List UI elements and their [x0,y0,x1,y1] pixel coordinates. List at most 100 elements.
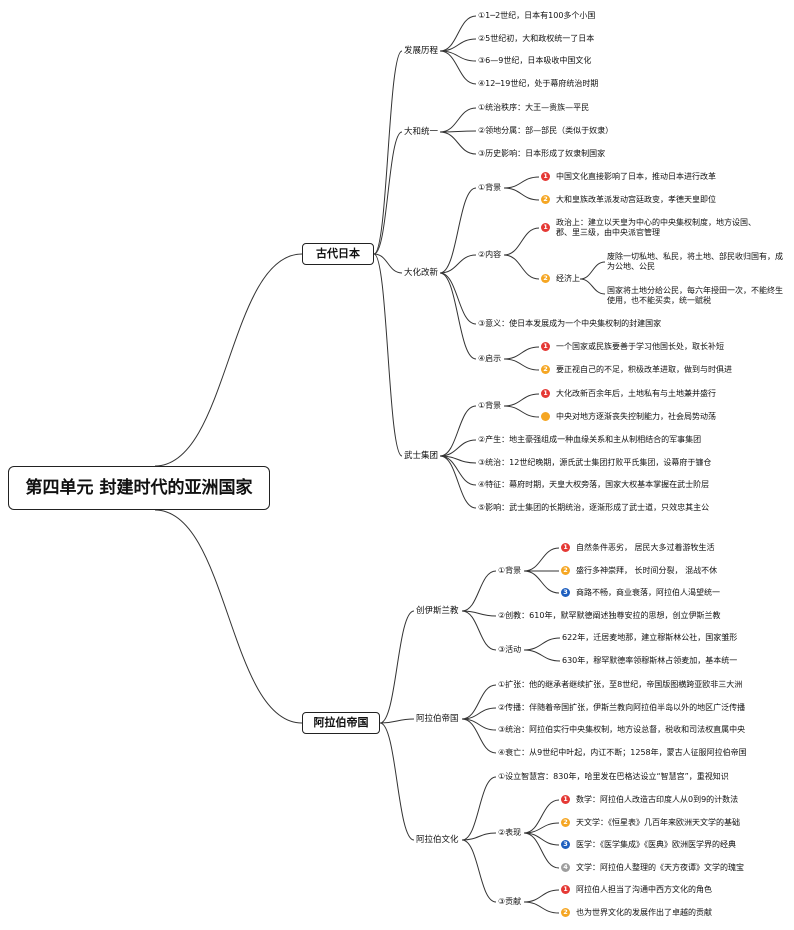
samurai-bg-1: 大化改新百余年后，土地私有与土地兼并盛行 [556,389,716,398]
connector-line [503,227,540,256]
taika-lesson-1: 一个国家或民族要善于学习他国长处，取长补短 [556,342,724,351]
connector-line [461,610,497,617]
sec-taika: 大化改新 [404,268,439,278]
connector-line [439,405,477,457]
islam-bg-label: ①背景 [498,566,522,575]
badge-1: 1 [561,795,570,804]
badge-1: 1 [541,172,550,181]
sec-culture: 阿拉伯文化 [416,835,459,845]
taika-politics: 政治上：建立以天皇为中心的中央集权制度，地方设国、郡、里三级，由中央派官管理 [556,218,756,237]
islam-act-2: 630年，穆罕默德率领穆斯林占领麦加，基本统一 [562,656,738,665]
connector-line [523,832,560,869]
culture-contrib-2: 也为世界文化的发展作出了卓越的贡献 [576,908,712,917]
yamato-item-2: ②领地分属：部—部民（类似于奴隶） [478,126,614,135]
badge-1: 1 [561,885,570,894]
culture-show-3: 医学：《医学集成》《医典》欧洲医学界的经典 [576,840,736,849]
yamato-item-1: ①统治秩序：大王—贵族—平民 [478,103,590,112]
islam-create: ②创教：610年，默罕默德阐述独尊安拉的思想，创立伊斯兰教 [498,611,721,620]
sec-yamato: 大和统一 [404,127,439,137]
connector-line [461,839,497,903]
culture-house: ①设立智慧宫：830年，哈里发在巴格达设立“智慧宫”，重视知识 [498,772,729,781]
islam-act-label: ③活动 [498,645,522,654]
connector-line [154,509,303,724]
connector-line [523,649,561,662]
samurai-bg-2: 中央对地方逐渐丧失控制能力，社会局势动荡 [556,412,716,421]
badge-2: 2 [541,195,550,204]
sec-islam: 创伊斯兰教 [416,606,459,616]
badge-2: 2 [561,818,570,827]
connector-line [523,799,560,834]
connector-line [503,176,540,189]
samurai-item-5: ⑤影响：武士集团的长期统治，逐渐形成了武士道，只效忠其主公 [478,503,710,512]
connector-line [579,261,606,280]
connector-line [461,832,497,841]
taika-content-label: ②内容 [478,250,502,259]
empire-item-4: ④衰亡：从9世纪中叶起，内讧不断；1258年，蒙古人征服阿拉伯帝国 [498,748,747,757]
badge-4: 4 [561,863,570,872]
connector-line [523,901,560,914]
taika-bg-item-2: 大和皇族改革派发动宫廷政变，孝德天皇即位 [556,195,716,204]
islam-bg-3: 商路不畅，商业衰落，阿拉伯人渴望统一 [576,588,720,597]
connector-line [439,50,477,85]
culture-contrib-label: ③贡献 [498,897,522,906]
culture-show-2: 天文学：《恒星表》几百年来欧洲天文学的基础 [576,818,740,827]
culture-show-1: 数学：阿拉伯人改造古印度人从0到9的计数法 [576,795,739,804]
connector-line [523,637,561,651]
taika-bg-label: ①背景 [478,183,502,192]
connector-line [461,718,497,754]
connector-line [439,15,477,52]
empire-item-3: ③统治：阿拉伯实行中央集权制，地方设总督，税收和司法权直属中央 [498,725,746,734]
taika-econ-2: 国家将土地分给公民，每六年授田一次，不能终生使用，也不能买卖，统一赋税 [607,286,783,305]
connector-line [503,393,540,407]
badge-2: 2 [541,274,550,283]
yamato-item-3: ③历史影响：日本形成了奴隶制国家 [478,149,606,158]
taika-meaning: ③意义：使日本发展成为一个中央集权制的封建国家 [478,319,662,328]
taika-econ-label: 经济上 [556,274,580,283]
connector-line [523,822,560,834]
islam-bg-2: 盛行多神崇拜， 长时间分裂， 混战不休 [576,566,718,575]
connector-line [461,776,497,841]
empire-item-1: ①扩张：他的继承者继续扩张，至8世纪，帝国版图横跨亚欧非三大洲 [498,680,743,689]
connector-line [373,253,403,457]
connector-line [439,131,477,155]
connector-line [503,346,540,360]
culture-show-label: ②表现 [498,828,522,837]
connector-line [439,439,477,457]
samurai-item-2: ②产生：地主豪强组成一种血缘关系和主从制相结合的军事集团 [478,435,702,444]
connector-line [379,718,415,724]
taika-lesson-label: ④启示 [478,354,502,363]
connector-line [373,50,403,255]
empire-item-2: ②传播：伴随着帝国扩张，伊斯兰教向阿拉伯半岛以外的地区广泛传播 [498,703,746,712]
connector-line [439,254,477,274]
connector-line [439,455,477,509]
badge-1: 1 [541,389,550,398]
badge-3: 3 [561,588,570,597]
dev-item-2: ②5世纪初，大和政权统一了日本 [478,34,595,43]
connector-line [461,707,497,720]
connector-line [503,405,540,418]
root-title: 第四单元 封建时代的亚洲国家 [8,466,270,510]
samurai-bg-label: ①背景 [478,401,502,410]
connector-line [379,610,415,724]
dev-item-1: ①1─2世纪，日本有100多个小国 [478,11,596,20]
badge-2: 2 [541,365,550,374]
badge-1: 1 [561,543,570,552]
connector-line [579,278,606,295]
connector-line [439,272,477,360]
samurai-item-3: ③统治：12世纪晚期，源氏武士集团打败平氏集团，设幕府于镰仓 [478,458,712,467]
culture-show-4: 文学：阿拉伯人整理的《天方夜谭》文学的瑰宝 [576,863,744,872]
badge-1: 1 [541,342,550,351]
connector-line [461,570,497,612]
connector-line [439,187,477,274]
connector-line [461,610,497,651]
dev-item-3: ③6—9世纪，日本吸收中国文化 [478,56,592,65]
sec-samurai: 武士集团 [404,451,439,461]
islam-bg-1: 自然条件恶劣， 居民大多过着游牧生活 [576,543,715,552]
connector-line [503,254,540,280]
badge-2: 2 [561,908,570,917]
connector-line [503,358,540,371]
badge-1: 1 [541,223,550,232]
badge-dot [541,412,550,421]
culture-contrib-1: 阿拉伯人担当了沟通中西方文化的角色 [576,885,712,894]
